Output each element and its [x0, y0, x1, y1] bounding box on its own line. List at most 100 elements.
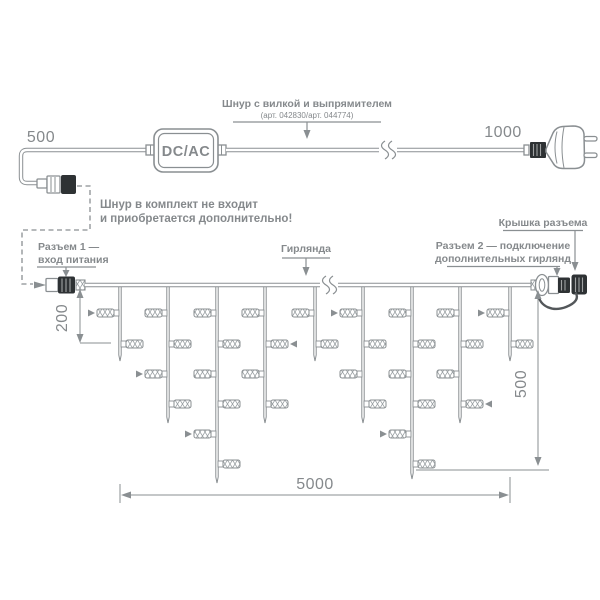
led-stub [503, 309, 510, 317]
cord-callout: Шнур с вилкой и выпрямителем (арт. 04283… [222, 98, 392, 139]
dim-1000-label: 1000 [484, 124, 522, 141]
dim-500-label: 500 [27, 129, 55, 146]
connector2-assembly [530, 273, 587, 311]
connector1-label-line2: вход питания [38, 254, 109, 266]
garland-wire [85, 275, 531, 295]
led-direction-arrow [88, 309, 95, 317]
led-stub [217, 340, 224, 348]
led-stub [265, 400, 272, 408]
dim-200-label: 200 [54, 304, 71, 332]
connector2-plug [558, 277, 570, 293]
drop-wire [215, 287, 219, 484]
led-stub [308, 309, 315, 317]
led-stub [258, 370, 265, 378]
led-capsule [222, 459, 241, 469]
led-stub [412, 400, 419, 408]
led-capsule [339, 369, 358, 379]
garland-drop [478, 287, 534, 362]
not-included-note: Шнур в комплект не входит и приобретаетс… [100, 199, 292, 225]
cap-label: Крышка разъема [499, 217, 588, 229]
led-stub [210, 370, 217, 378]
led-capsule [222, 399, 241, 409]
led-capsule [515, 339, 534, 349]
dim-5000: 5000 [119, 476, 511, 503]
garland-drop [241, 287, 297, 424]
dim-500-drop: 500 [416, 290, 549, 471]
garland-label: Гирлянда [281, 243, 331, 255]
led-stub [210, 430, 217, 438]
led-stub [405, 370, 412, 378]
led-capsule [241, 369, 260, 379]
led-stub [265, 340, 272, 348]
led-capsule [291, 308, 310, 318]
led-capsule [417, 459, 436, 469]
connector1-label-line1: Разъем 1 — [38, 241, 100, 253]
dashed-arrowhead [34, 281, 46, 289]
connector1 [45, 276, 86, 294]
led-stub [412, 340, 419, 348]
led-capsule [173, 399, 192, 409]
led-stub [161, 309, 168, 317]
led-capsule [144, 308, 163, 318]
led-capsule [417, 339, 436, 349]
led-direction-arrow [290, 340, 297, 348]
led-capsule [144, 369, 163, 379]
strain-relief [530, 142, 546, 158]
garland-drop [136, 287, 192, 424]
cord-article: (арт. 042830/арт. 044774) [261, 111, 354, 120]
led-capsule [96, 308, 115, 318]
wire-break-gap [320, 276, 338, 294]
cap-callout: Крышка разъема [499, 217, 588, 271]
led-stub [168, 340, 175, 348]
led-capsule [270, 399, 289, 409]
drop-wire [410, 287, 414, 480]
led-stub [453, 370, 460, 378]
led-stub [356, 309, 363, 317]
led-direction-arrow [185, 430, 192, 438]
led-stub [113, 309, 120, 317]
led-stub [460, 400, 467, 408]
mains-plug [523, 125, 598, 170]
led-capsule [417, 399, 436, 409]
dim-500-drop-label: 500 [513, 370, 530, 398]
note-line1: Шнур в комплект не входит [100, 199, 258, 211]
note-line2: и приобретается дополнительно! [100, 213, 292, 225]
garland-drop [88, 287, 144, 362]
led-direction-arrow [380, 430, 387, 438]
cord-break-gap [379, 141, 396, 159]
garland-drop [380, 287, 436, 480]
not-included-cord-path [21, 185, 91, 289]
led-capsule [465, 399, 484, 409]
connector2-callout: Разъем 2 — подключение дополнительных ги… [435, 240, 571, 276]
led-stub [258, 309, 265, 317]
led-stub [356, 370, 363, 378]
led-stub [120, 340, 127, 348]
plug-prong [583, 152, 598, 159]
plug-prong [583, 135, 598, 142]
led-capsule [368, 399, 387, 409]
led-stub [405, 430, 412, 438]
cord-break-mark [387, 140, 397, 160]
led-stub [217, 460, 224, 468]
connector1-callout: Разъем 1 — вход питания [37, 241, 109, 277]
led-capsule [125, 339, 144, 349]
led-direction-arrow [478, 309, 485, 317]
led-capsule [388, 429, 407, 439]
led-stub [363, 340, 370, 348]
drop-wire [313, 287, 317, 362]
led-stub [405, 309, 412, 317]
led-stub [315, 340, 322, 348]
wire-break-mark [328, 275, 338, 295]
garland-drops [88, 287, 534, 484]
led-capsule [388, 369, 407, 379]
led-capsule [193, 369, 212, 379]
led-capsule [465, 339, 484, 349]
led-capsule [339, 308, 358, 318]
callout-arrowhead [571, 262, 579, 271]
led-stub [161, 370, 168, 378]
led-capsule [193, 308, 212, 318]
led-stub [217, 400, 224, 408]
drop-wire [508, 287, 512, 362]
led-capsule [486, 308, 505, 318]
